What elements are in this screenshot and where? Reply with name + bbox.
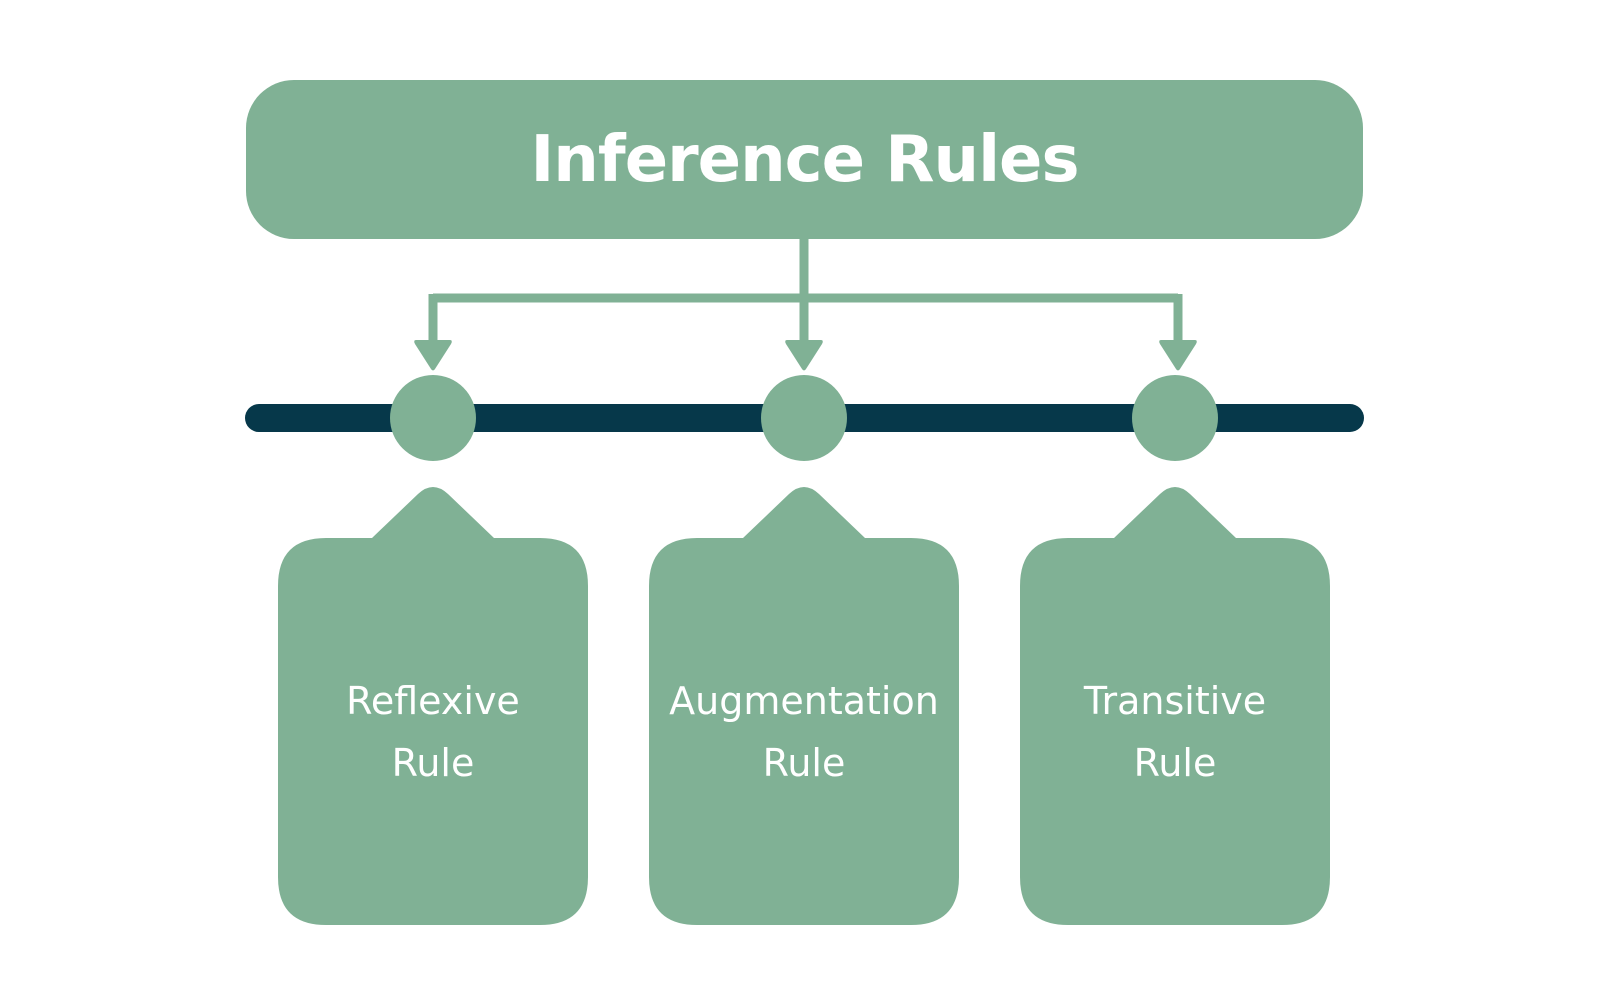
card-reflexive (278, 487, 588, 925)
arrow-head-left (414, 340, 452, 371)
card-label-line1: Reflexive (346, 679, 520, 723)
arrow-head-center (785, 340, 823, 371)
node-circle-transitive (1132, 375, 1218, 461)
card-label-line2: Rule (1133, 741, 1217, 785)
card-transitive (1020, 487, 1330, 925)
title-box-shape (246, 80, 1363, 239)
node-circle-reflexive (390, 375, 476, 461)
card-label-line2: Rule (391, 741, 475, 785)
card-label-reflexive: Reflexive Rule (278, 670, 588, 794)
node-circle-augmentation (761, 375, 847, 461)
diagram-title: Inference Rules (530, 122, 1079, 197)
card-label-line2: Rule (762, 741, 846, 785)
card-label-transitive: Transitive Rule (1020, 670, 1330, 794)
title-box: Inference Rules (246, 80, 1363, 239)
card-label-line1: Transitive (1083, 679, 1267, 723)
card-label-line1: Augmentation (669, 679, 939, 723)
arrow-heads (414, 340, 1197, 371)
card-augmentation (649, 487, 959, 925)
card-label-augmentation: Augmentation Rule (649, 670, 959, 794)
arrow-head-right (1159, 340, 1197, 371)
connector-lines (428, 239, 1183, 342)
